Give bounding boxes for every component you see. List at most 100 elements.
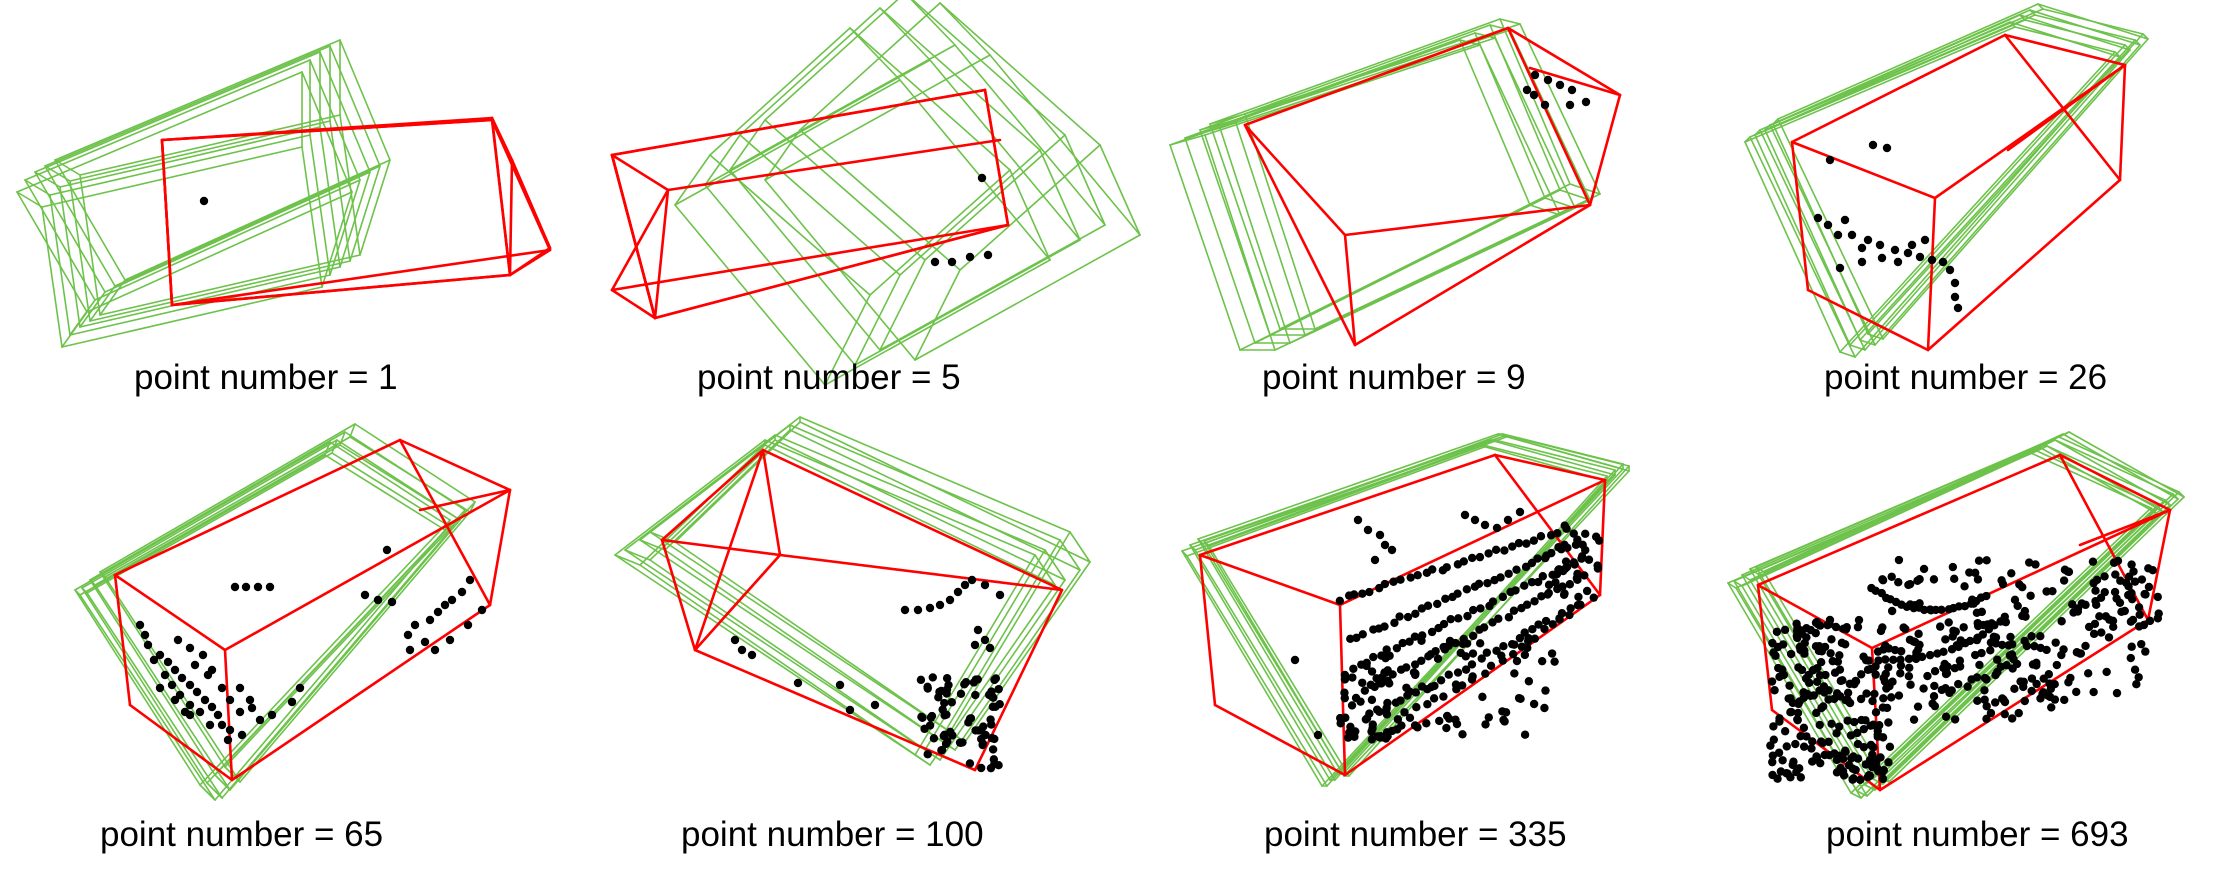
lidar-point — [1776, 767, 1786, 776]
predicted-box-2-edge — [1044, 549, 1066, 581]
gt-edge — [653, 223, 1010, 320]
lidar-point — [1511, 586, 1520, 595]
lidar-point — [940, 698, 949, 708]
predicted-box-1-edge — [89, 579, 216, 776]
lidar-point — [1800, 638, 1809, 648]
panel-1-caption: point number = 1 — [134, 358, 398, 397]
predicted-box-2-edge — [1759, 129, 1866, 351]
panel-1-diagram — [16, 39, 552, 348]
predicted-box-4-edge — [1744, 26, 2016, 143]
lidar-point — [1948, 562, 1958, 572]
predicted-box-3-edge — [764, 0, 899, 121]
lidar-point — [2100, 587, 2109, 597]
predicted-box-4-edge — [2009, 21, 2121, 58]
lidar-point — [405, 645, 415, 655]
lidar-point — [1349, 664, 1358, 673]
predicted-box-3-edge — [1777, 3, 2039, 120]
predicted-box-4-edge — [321, 191, 353, 288]
lidar-point — [2141, 647, 2150, 656]
ground-truth-box — [610, 88, 1010, 320]
predicted-box-3-edge — [674, 421, 801, 543]
lidar-point — [1521, 562, 1531, 572]
lidar-point — [1477, 654, 1486, 663]
predicted-box-3-edge — [1186, 445, 1488, 557]
lidar-point — [1488, 597, 1498, 606]
lidar-point — [835, 680, 845, 690]
predicted-box-2-edge — [1882, 498, 2179, 785]
lidar-point — [1441, 594, 1450, 603]
lidar-point — [1808, 737, 1817, 746]
predicted-box-4-edge — [1209, 18, 1501, 125]
lidar-point — [1503, 515, 1513, 525]
lidar-point — [1783, 769, 1792, 778]
lidar-point — [1972, 635, 1982, 645]
lidar-point — [1941, 684, 1950, 693]
predicted-box-3-edge — [89, 285, 116, 322]
gt-edge — [983, 88, 1010, 227]
lidar-point — [1997, 576, 2006, 585]
lidar-point — [987, 733, 997, 743]
gt-edge — [1870, 508, 2172, 650]
lidar-point — [1910, 600, 1920, 610]
lidar-point — [433, 607, 443, 617]
lidar-point — [1468, 605, 1478, 615]
lidar-point — [1796, 731, 1805, 741]
lidar-point — [1871, 670, 1880, 679]
gt-edge — [1588, 93, 1622, 207]
predicted-box-1-edge — [639, 539, 666, 551]
predicted-box-1-edge — [2029, 9, 2141, 46]
lidar-point — [1433, 654, 1443, 663]
lidar-point — [1897, 647, 1906, 656]
lidar-point — [1879, 766, 1889, 775]
panel-6-diagram — [614, 416, 1091, 773]
lidar-point — [1903, 248, 1913, 258]
lidar-point — [170, 665, 180, 675]
predicted-box-3-edge — [910, 0, 956, 46]
predicted-box-2-edge — [2019, 14, 2131, 51]
lidar-point — [1811, 628, 1820, 638]
lidar-point — [2024, 558, 2034, 567]
predicted-box-3-edge — [1204, 134, 1276, 351]
predicted-box-3-edge — [1867, 33, 2144, 335]
lidar-point — [1368, 720, 1377, 729]
lidar-point — [1970, 650, 1980, 660]
predicted-box-3-edge — [1479, 44, 1561, 216]
lidar-point — [965, 252, 975, 262]
lidar-point — [1582, 586, 1592, 596]
lidar-point — [247, 703, 257, 713]
ground-truth-box — [660, 448, 1064, 772]
lidar-point — [1442, 563, 1451, 572]
lidar-point — [1380, 622, 1389, 631]
lidar-point — [1815, 720, 1824, 730]
lidar-point — [1356, 697, 1365, 706]
predicted-box-3-edge — [44, 45, 331, 167]
lidar-point — [986, 763, 996, 773]
predicted-box-5-edge — [339, 114, 361, 256]
lidar-point — [1796, 773, 1806, 782]
lidar-point — [1467, 553, 1477, 563]
gt-edge — [490, 116, 512, 277]
lidar-point — [1827, 635, 1836, 644]
lidar-point — [2134, 603, 2144, 612]
predicted-box-4-edge — [1854, 56, 2121, 358]
lidar-point — [1767, 677, 1777, 686]
predicted-box-1-edge — [1234, 119, 1306, 336]
predicted-box-2-edge — [774, 439, 1066, 581]
lidar-point — [1589, 593, 1598, 602]
lidar-point — [1382, 728, 1392, 737]
lidar-point — [185, 680, 195, 690]
lidar-point — [2124, 572, 2134, 581]
lidar-point — [1950, 574, 1959, 584]
predicted-box-4-edge — [2009, 21, 2016, 28]
lidar-point — [1870, 689, 1879, 699]
lidar-point — [1852, 728, 1862, 738]
lidar-point — [1835, 651, 1844, 660]
lidar-point — [1498, 707, 1507, 716]
lidar-point — [1799, 723, 1809, 732]
lidar-point — [1428, 565, 1437, 574]
predicted-box-5-edge — [359, 159, 391, 256]
gt-edge — [610, 88, 987, 157]
predicted-box-4-edge — [2114, 51, 2121, 58]
lidar-point — [1410, 660, 1420, 669]
lidar-point — [1500, 717, 1509, 726]
